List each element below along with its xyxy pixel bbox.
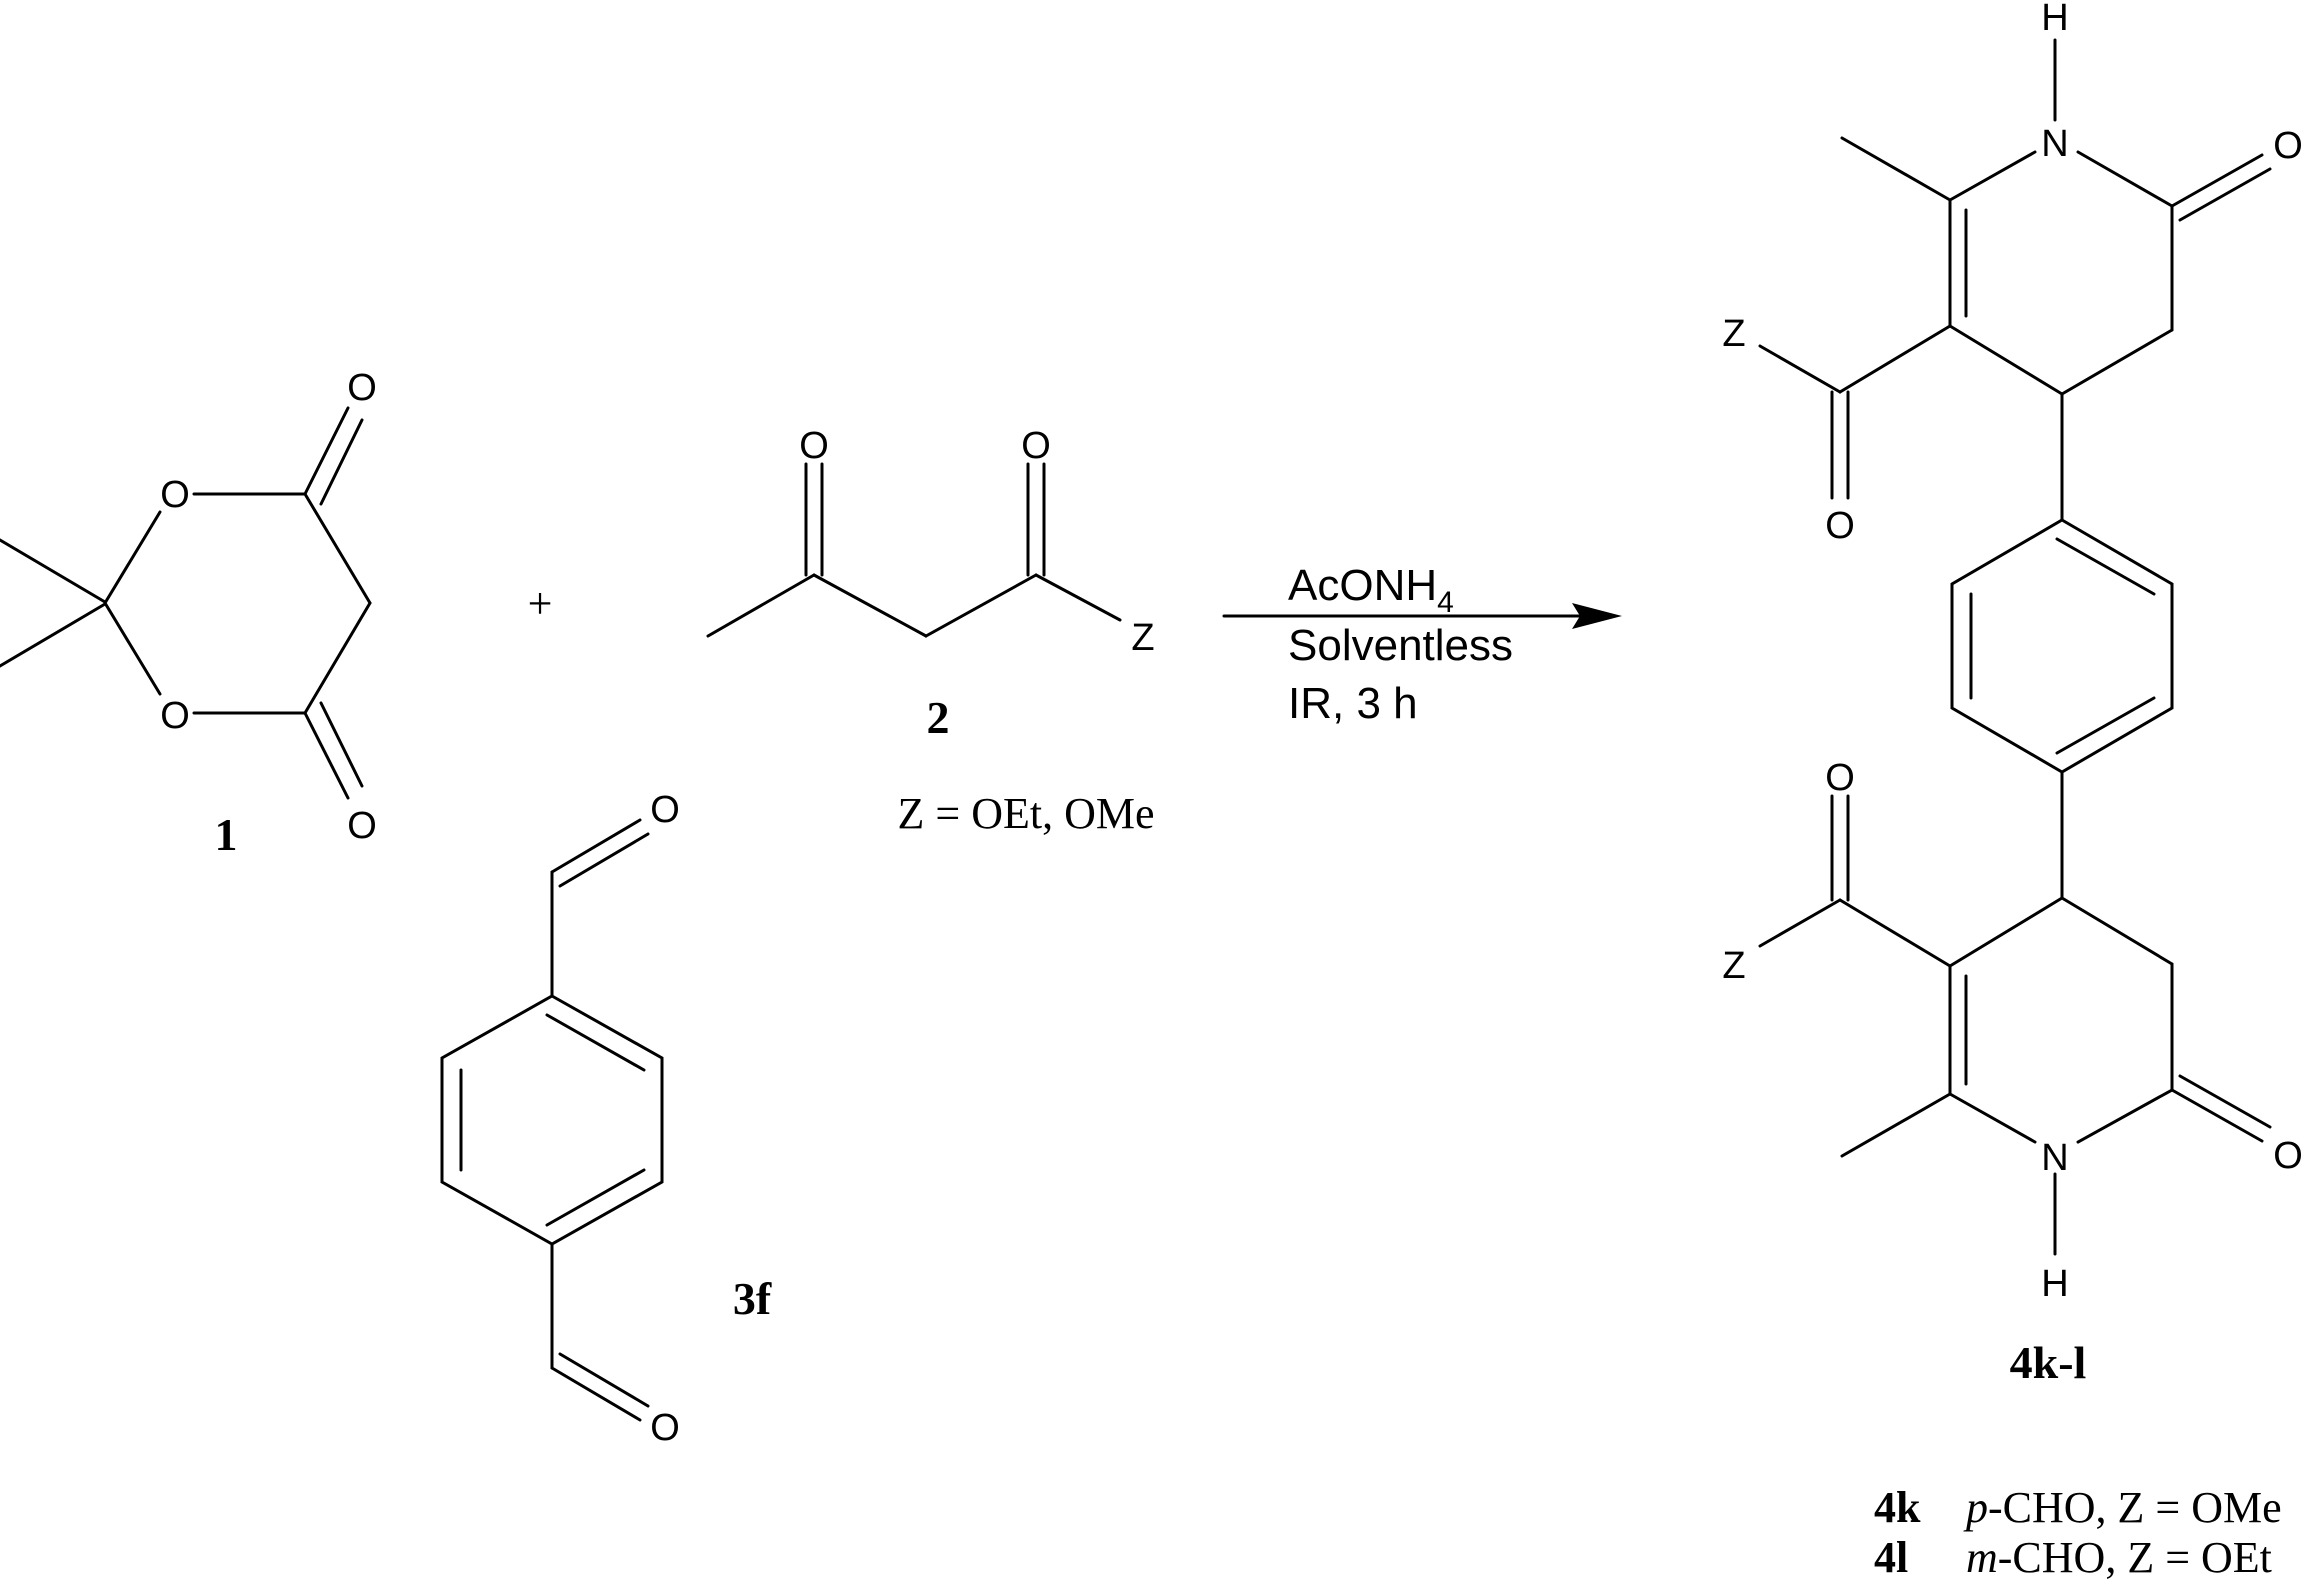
top-ring-nitrogen: N <box>2041 123 2068 165</box>
ketone-oxygen: O <box>799 425 829 467</box>
bottom-ring-nitrogen: N <box>2041 1137 2068 1179</box>
condition-reagent: AcONH4 <box>1288 561 1454 619</box>
bottom-nh-hydrogen: H <box>2041 1263 2068 1305</box>
plus-sign: + <box>528 579 553 628</box>
product-4kl-structure: H N O Z O O Z O N H <box>1722 0 2302 1305</box>
compound-3f-label: 3f <box>733 1273 772 1324</box>
product-4kl-label: 4k-l <box>2010 1337 2087 1388</box>
bottom-z-group: Z <box>1722 945 1745 987</box>
condition-heating: IR, 3 h <box>1288 679 1418 728</box>
aldehyde-oxygen-bottom: O <box>650 1407 680 1449</box>
ring-oxygen-bottom: O <box>160 695 190 737</box>
reaction-arrow <box>1222 603 1622 629</box>
compound-1-structure: O O O O <box>0 367 377 847</box>
compound-3f-structure: O O <box>440 789 680 1449</box>
top-ester-oxygen: O <box>1825 505 1855 547</box>
bottom-ester-oxygen: O <box>1825 757 1855 799</box>
bottom-amide-oxygen: O <box>2273 1135 2303 1177</box>
top-amide-oxygen: O <box>2273 125 2303 167</box>
compound-2-substituents: Z = OEt, OMe <box>898 789 1155 838</box>
carbonyl-oxygen-top: O <box>347 367 377 409</box>
ring-oxygen-top: O <box>160 474 190 516</box>
compound-1-label: 1 <box>215 809 238 860</box>
aldehyde-oxygen-top: O <box>650 789 680 831</box>
top-nh-hydrogen: H <box>2041 0 2068 39</box>
compound-2-label: 2 <box>927 692 950 743</box>
compound-2-structure: O O Z <box>706 425 1155 659</box>
carbonyl-oxygen-bottom: O <box>347 805 377 847</box>
z-group: Z <box>1131 617 1154 659</box>
condition-solvent: Solventless <box>1288 621 1513 670</box>
ester-carbonyl-oxygen: O <box>1021 425 1051 467</box>
top-z-group: Z <box>1722 313 1745 355</box>
